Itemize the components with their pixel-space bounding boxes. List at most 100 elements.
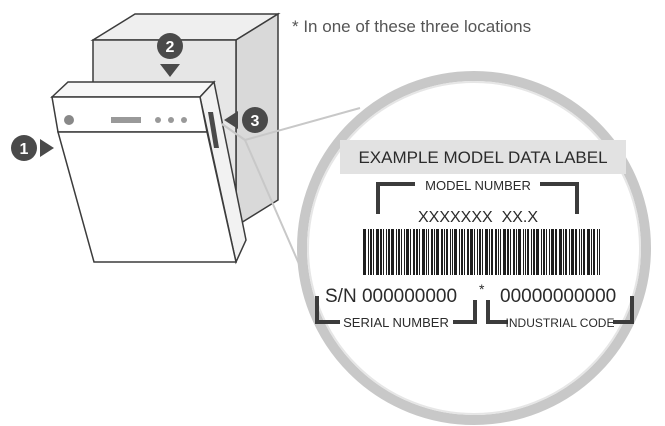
barcode-bar	[587, 229, 590, 275]
barcode-bar	[461, 229, 463, 275]
barcode-bar	[569, 229, 570, 275]
barcode-bar	[450, 229, 451, 275]
barcode-bar	[426, 229, 427, 275]
barcode-bar	[386, 229, 387, 275]
barcode-bar	[536, 229, 539, 275]
barcode-bar	[559, 229, 562, 275]
barcode-bar	[368, 229, 369, 275]
power-knob	[64, 115, 74, 125]
svg-text:1: 1	[20, 141, 29, 158]
location-note: * In one of these three locations	[292, 17, 531, 36]
barcode-bar	[510, 229, 511, 275]
svg-text:2: 2	[166, 39, 175, 56]
barcode-bar	[419, 229, 420, 275]
barcode-bar	[398, 229, 400, 275]
barcode-bar	[489, 229, 490, 275]
barcode-bar	[485, 229, 488, 275]
svg-text:3: 3	[251, 113, 260, 130]
display-slot	[111, 117, 141, 123]
barcode-bar	[459, 229, 460, 275]
barcode-bar	[406, 229, 409, 275]
barcode-bar	[413, 229, 415, 275]
barcode-bar	[477, 229, 478, 275]
barcode-bar	[533, 229, 535, 275]
barcode-bar	[531, 229, 532, 275]
barcode-bar	[376, 229, 379, 275]
barcode-bar	[543, 229, 545, 275]
barcode-bar	[416, 229, 418, 275]
separator-asterisk: *	[479, 281, 485, 297]
barcode-bar	[579, 229, 580, 275]
industrial-code-bracket	[486, 296, 634, 324]
serial-number-value: S/N 000000000	[325, 286, 457, 307]
barcode-bar	[581, 229, 582, 275]
barcode-bar	[441, 229, 443, 275]
barcode-bar	[380, 229, 382, 275]
barcode-bar	[513, 229, 515, 275]
serial-number-caption: SERIAL NUMBER	[343, 315, 449, 330]
barcode-bar	[518, 229, 521, 275]
barcode-bar	[434, 229, 435, 275]
barcode-bar	[571, 229, 574, 275]
barcode-bar	[549, 229, 550, 275]
barcode-bar	[516, 229, 517, 275]
barcode-bar	[470, 229, 473, 275]
barcode-bar	[527, 229, 529, 275]
barcode-bar	[500, 229, 501, 275]
barcode-bar	[431, 229, 433, 275]
model-data-label: EXAMPLE MODEL DATA LABEL MODEL NUMBER XX…	[315, 140, 634, 330]
barcode-bar	[422, 229, 425, 275]
barcode-bar	[482, 229, 483, 275]
serial-number-bracket	[315, 296, 477, 324]
barcode-bar	[541, 229, 542, 275]
barcode-bar	[454, 229, 457, 275]
barcode-bar	[388, 229, 390, 275]
barcode-bar	[599, 229, 600, 275]
model-number-bracket	[376, 182, 579, 214]
barcode-bar	[525, 229, 526, 275]
barcode-bar	[597, 229, 598, 275]
barcode-bar	[593, 229, 595, 275]
barcode-bar	[446, 229, 448, 275]
barcode-bar	[591, 229, 592, 275]
barcode-bar	[479, 229, 481, 275]
label-location-3	[208, 112, 219, 148]
label-title-band	[340, 140, 626, 174]
model-number-value: XXXXXXX XX.X	[418, 209, 538, 226]
barcode-bar	[370, 229, 372, 275]
barcode-bar	[404, 229, 405, 275]
marker-2: 2	[157, 33, 183, 77]
barcode-bar	[523, 229, 524, 275]
barcode-bar	[495, 229, 497, 275]
model-number-caption: MODEL NUMBER	[425, 178, 531, 193]
industrial-code-value: 00000000000	[500, 286, 616, 307]
barcode-bar	[575, 229, 577, 275]
barcode	[363, 229, 600, 275]
barcode-bar	[464, 229, 465, 275]
barcode-bar	[467, 229, 469, 275]
dishwasher	[50, 80, 247, 265]
barcode-bar	[401, 229, 402, 275]
barcode-bar	[565, 229, 567, 275]
barcode-bar	[507, 229, 509, 275]
barcode-bar	[474, 229, 475, 275]
barcode-bar	[444, 229, 445, 275]
barcode-bar	[373, 229, 374, 275]
barcode-bar	[551, 229, 554, 275]
barcode-bar	[410, 229, 411, 275]
barcode-bar	[563, 229, 564, 275]
barcode-bar	[555, 229, 557, 275]
barcode-bar	[498, 229, 499, 275]
label-title: EXAMPLE MODEL DATA LABEL	[358, 148, 607, 167]
barcode-bar	[363, 229, 366, 275]
barcode-bar	[383, 229, 384, 275]
barcode-bar	[436, 229, 439, 275]
barcode-bar	[546, 229, 547, 275]
barcode-bar	[491, 229, 493, 275]
barcode-bar	[391, 229, 394, 275]
barcode-bar	[452, 229, 453, 275]
marker-3: 3	[224, 107, 268, 133]
barcode-bar	[428, 229, 429, 275]
barcode-bar	[503, 229, 506, 275]
